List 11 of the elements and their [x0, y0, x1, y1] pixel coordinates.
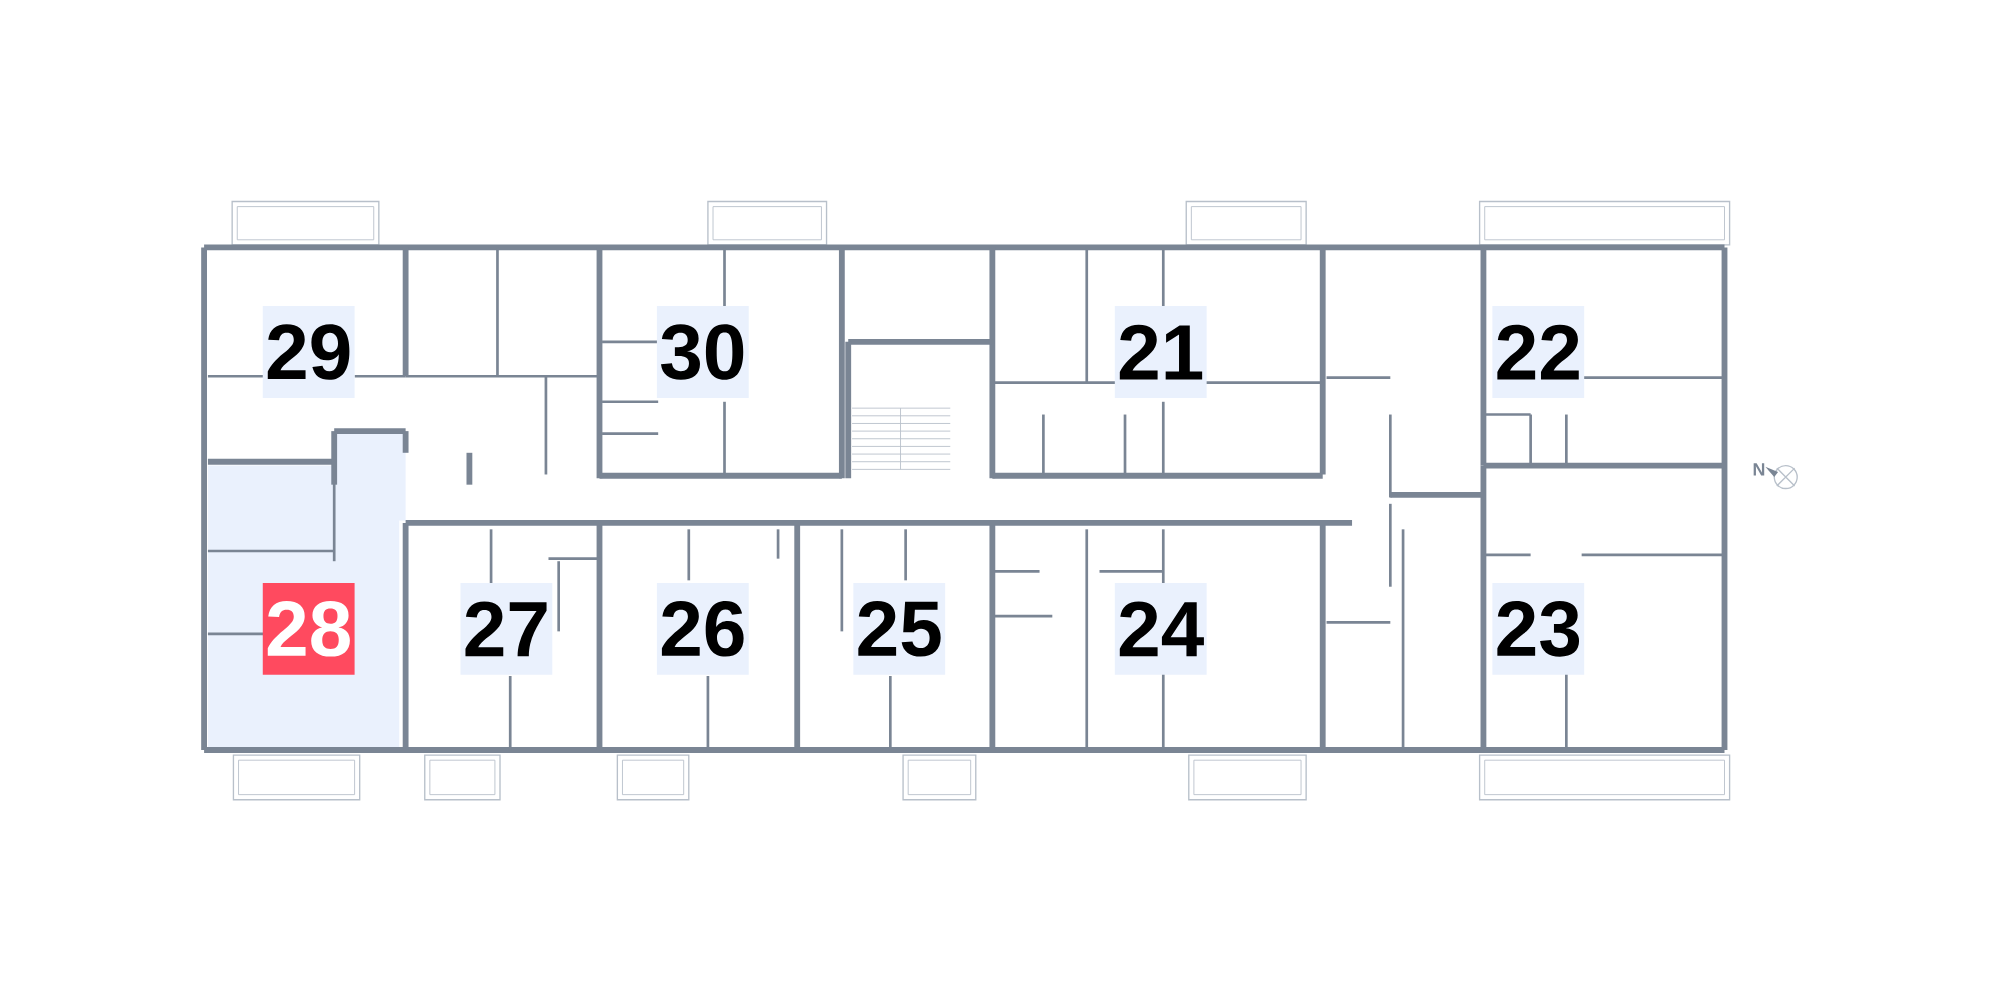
compass-label: N: [1753, 463, 1765, 476]
unit-number: 29: [262, 306, 355, 399]
unit-number: 21: [1114, 306, 1207, 399]
unit-number: 22: [1492, 306, 1585, 399]
unit-number: 24: [1114, 583, 1207, 675]
unit-number: 28: [262, 583, 355, 675]
unit-number: 27: [460, 583, 553, 675]
unit-number: 23: [1492, 583, 1585, 675]
unit-number: 30: [656, 306, 749, 399]
unit-number: 26: [656, 583, 749, 675]
unit-number: 25: [853, 583, 946, 675]
